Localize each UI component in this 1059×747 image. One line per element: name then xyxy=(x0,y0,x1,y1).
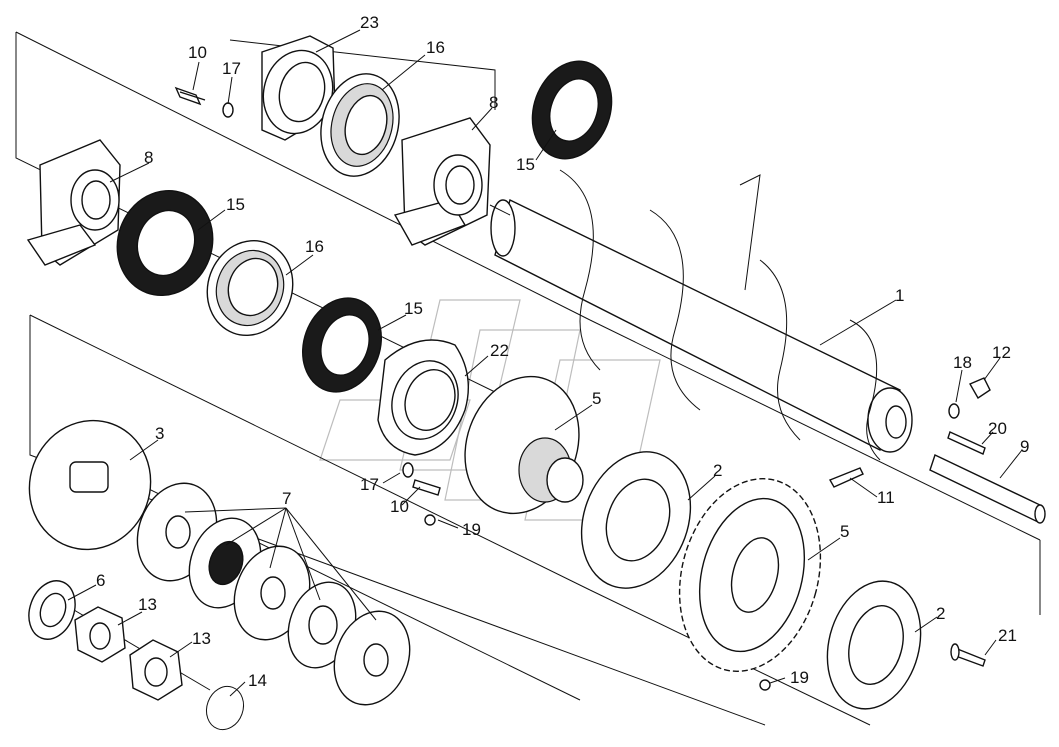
bearing-housing-center xyxy=(393,117,491,246)
bolt-and-washer-top xyxy=(174,86,234,118)
hub-disc xyxy=(464,375,584,515)
callout-15-middle: 15 xyxy=(404,299,423,318)
callout-20: 20 xyxy=(988,419,1007,438)
roller-bearing-top xyxy=(320,73,400,177)
bolt-right xyxy=(950,643,986,667)
callout-11: 11 xyxy=(877,488,895,507)
flange-housing-top xyxy=(261,35,336,141)
seal-ring-top xyxy=(531,60,613,160)
callout-5-hub: 5 xyxy=(592,389,601,408)
callout-16-top: 16 xyxy=(426,38,445,57)
callout-18: 18 xyxy=(953,353,972,372)
auger-shaft xyxy=(489,169,913,461)
bearing-housing-left xyxy=(26,139,121,266)
callout-8-left: 8 xyxy=(144,148,153,167)
callout-13-lower: 13 xyxy=(192,629,211,648)
callout-15-left: 15 xyxy=(226,195,245,214)
callout-5-sprocket: 5 xyxy=(840,522,849,541)
callout-2-middle: 2 xyxy=(713,461,722,480)
callout-9: 9 xyxy=(1020,437,1029,456)
callout-1: 1 xyxy=(895,286,904,305)
callout-13-upper: 13 xyxy=(138,595,157,614)
spring-washer-set xyxy=(136,482,411,706)
callout-22: 22 xyxy=(490,341,509,360)
callout-6: 6 xyxy=(96,571,105,590)
thrust-plate xyxy=(28,419,152,551)
callout-15-top: 15 xyxy=(516,155,535,174)
callout-17-middle: 17 xyxy=(360,475,379,494)
bolt-and-washer-middle xyxy=(402,462,441,526)
bearing-flange xyxy=(377,339,470,456)
callout-10-middle: 10 xyxy=(390,497,409,516)
callout-12: 12 xyxy=(992,343,1011,362)
pressure-plate xyxy=(759,580,922,710)
shaft-end-parts xyxy=(828,377,1046,524)
nuts-and-retaining-ring xyxy=(28,580,245,731)
sprocket-gear xyxy=(678,478,822,672)
seal-ring-left xyxy=(116,189,214,297)
callout-14: 14 xyxy=(248,671,267,690)
callout-19-lower: 19 xyxy=(790,668,809,687)
roller-bearing-left xyxy=(206,239,294,337)
callout-8-center: 8 xyxy=(489,93,498,112)
leader-lines xyxy=(67,29,1023,697)
callout-7: 7 xyxy=(282,489,291,508)
seal-ring-middle xyxy=(301,297,383,393)
assembly-frame-lines xyxy=(15,31,1041,726)
callout-16-left: 16 xyxy=(305,237,324,256)
callout-2-right: 2 xyxy=(936,604,945,623)
callout-19-middle: 19 xyxy=(462,520,481,539)
callout-10-top: 10 xyxy=(188,43,207,62)
friction-plate xyxy=(580,451,692,589)
callout-labels: 10 17 23 16 8 15 8 15 16 15 22 1 18 12 2… xyxy=(96,13,1029,690)
callout-23: 23 xyxy=(360,13,379,32)
callout-21: 21 xyxy=(998,626,1017,645)
callout-17-top: 17 xyxy=(222,59,241,78)
callout-3: 3 xyxy=(155,424,164,443)
